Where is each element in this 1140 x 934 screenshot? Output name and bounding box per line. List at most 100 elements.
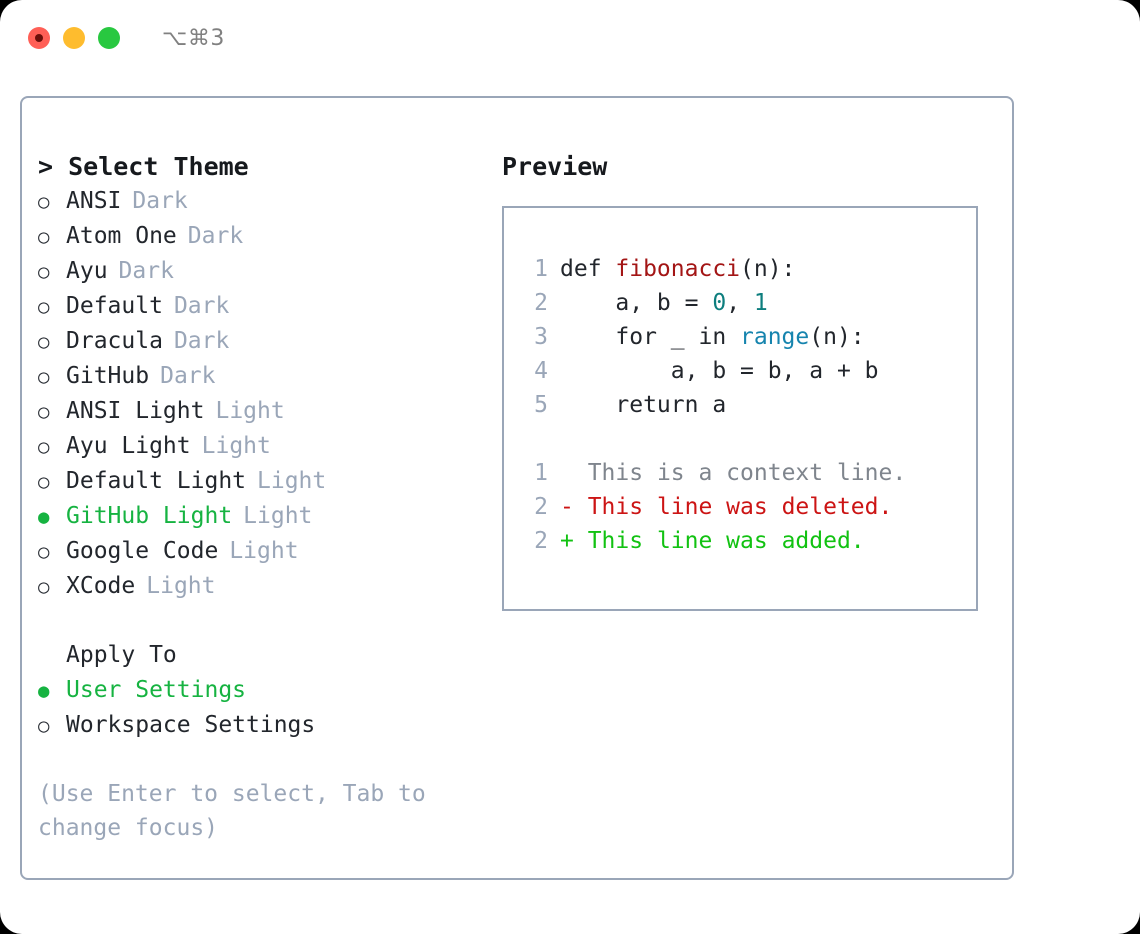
- theme-option-xcode[interactable]: ○ XCode Light: [38, 569, 498, 604]
- diff-marker-delete: -: [560, 494, 588, 520]
- theme-option-label: ANSI Light: [66, 398, 205, 424]
- code-line-content: a, b = 0, 1: [560, 286, 767, 320]
- apply-to-option-label: User Settings: [66, 677, 247, 703]
- traffic-light-group: [28, 27, 120, 49]
- code-line: 1 def fibonacci(n):: [522, 252, 976, 286]
- diff-line-content: This line was deleted.: [587, 494, 893, 520]
- diff-line-content: This is a context line.: [587, 460, 907, 486]
- diff-line-number: 2: [534, 494, 548, 520]
- code-line-number: 1: [534, 256, 548, 282]
- code-diff-separator: [522, 422, 976, 456]
- maximize-window-dot[interactable]: [98, 27, 120, 49]
- theme-variant-badge: Dark: [160, 363, 216, 389]
- theme-variant-badge: Dark: [118, 258, 174, 284]
- minimize-window-dot[interactable]: [63, 27, 85, 49]
- code-line-content: for _ in range(n):: [560, 320, 865, 354]
- diff-line-number: 1: [534, 460, 548, 486]
- radio-unselected-icon: ○: [38, 576, 50, 598]
- code-line: 5 return a: [522, 388, 976, 422]
- theme-option-label: Atom One: [66, 223, 177, 249]
- window-titlebar: ⌥⌘3: [0, 0, 1140, 76]
- radio-unselected-icon: ○: [38, 366, 50, 388]
- theme-option-label: GitHub: [66, 363, 150, 389]
- radio-unselected-icon: ○: [38, 296, 50, 318]
- apply-to-option-label: Workspace Settings: [66, 712, 316, 738]
- theme-variant-badge: Light: [215, 398, 285, 424]
- radio-unselected-icon: ○: [38, 226, 50, 248]
- apply-to-option-workspace-settings[interactable]: ○ Workspace Settings: [38, 708, 498, 743]
- theme-option-google-code[interactable]: ○ Google Code Light: [38, 534, 498, 569]
- theme-variant-badge: Dark: [187, 223, 244, 249]
- theme-variant-badge: Light: [146, 573, 216, 599]
- code-token-number: 0: [712, 290, 727, 316]
- theme-variant-badge: Light: [229, 538, 299, 564]
- code-token-plain: return a: [560, 392, 727, 418]
- theme-option-label: Dracula: [66, 328, 163, 354]
- theme-option-default-light[interactable]: ○ Default Light Light: [38, 464, 498, 499]
- code-line-number: 2: [534, 290, 548, 316]
- radio-unselected-icon: ○: [38, 436, 50, 458]
- radio-unselected-icon: ○: [38, 715, 50, 737]
- apply-to-spacer: ○: [38, 639, 66, 673]
- code-line: 2 a, b = 0, 1: [522, 286, 976, 320]
- code-line-content: def fibonacci(n):: [560, 252, 795, 286]
- code-line: 4 a, b = b, a + b: [522, 354, 976, 388]
- theme-option-label: XCode: [66, 573, 136, 599]
- code-token-func: fibonacci: [615, 256, 741, 282]
- theme-variant-badge: Dark: [173, 293, 230, 319]
- radio-unselected-icon: ○: [38, 471, 50, 493]
- theme-option-github[interactable]: ○ GitHub Dark: [38, 359, 498, 394]
- diff-line-content: This line was added.: [587, 528, 865, 554]
- diff-line-number: 2: [534, 528, 548, 554]
- diff-sample: 1 This is a context line.2- This line wa…: [522, 456, 976, 558]
- apply-to-list[interactable]: ●User Settings ○ Workspace Settings: [38, 673, 498, 743]
- diff-line-delete: 2- This line was deleted.: [522, 490, 976, 524]
- select-theme-heading: > Select Theme: [38, 152, 249, 181]
- keyboard-shortcut-label: ⌥⌘3: [162, 25, 225, 51]
- theme-option-atom-one[interactable]: ○ Atom One Dark: [38, 219, 498, 254]
- diff-marker-add: +: [560, 528, 588, 554]
- code-line-content: return a: [560, 388, 726, 422]
- radio-unselected-icon: ○: [38, 331, 50, 353]
- theme-option-ayu[interactable]: ○ Ayu Dark: [38, 254, 498, 289]
- theme-option-label: Google Code: [66, 538, 219, 564]
- apply-to-label: Apply To: [66, 642, 177, 668]
- apply-to-heading: ○ Apply To: [38, 638, 498, 673]
- code-token-plain: (n):: [809, 324, 865, 350]
- code-token-plain: def: [560, 256, 616, 282]
- radio-unselected-icon: ○: [38, 541, 50, 563]
- theme-option-label: ANSI: [66, 188, 122, 214]
- theme-variant-badge: Light: [243, 503, 313, 529]
- code-line: 3 for _ in range(n):: [522, 320, 976, 354]
- apply-to-option-user-settings[interactable]: ●User Settings: [38, 673, 498, 708]
- code-token-plain: a, b =: [560, 290, 713, 316]
- keyboard-hint-text: (Use Enter to select, Tab to change focu…: [38, 781, 426, 841]
- theme-option-label: Default Light: [66, 468, 247, 494]
- theme-variant-badge: Light: [257, 468, 327, 494]
- code-token-plain: for _ in: [560, 324, 741, 350]
- code-line-number: 5: [534, 392, 548, 418]
- code-line-number: 3: [534, 324, 548, 350]
- theme-option-label: Ayu: [66, 258, 108, 284]
- diff-line-add: 2 + This line was added.: [522, 524, 976, 558]
- code-line-content: a, b = b, a + b: [560, 354, 879, 388]
- code-token-plain: ,: [726, 290, 754, 316]
- diff-marker-context: [560, 456, 588, 490]
- diff-line-context: 1 This is a context line.: [522, 456, 976, 490]
- radio-unselected-icon: ○: [38, 261, 50, 283]
- theme-variant-badge: Light: [201, 433, 271, 459]
- close-window-dot[interactable]: [28, 27, 50, 49]
